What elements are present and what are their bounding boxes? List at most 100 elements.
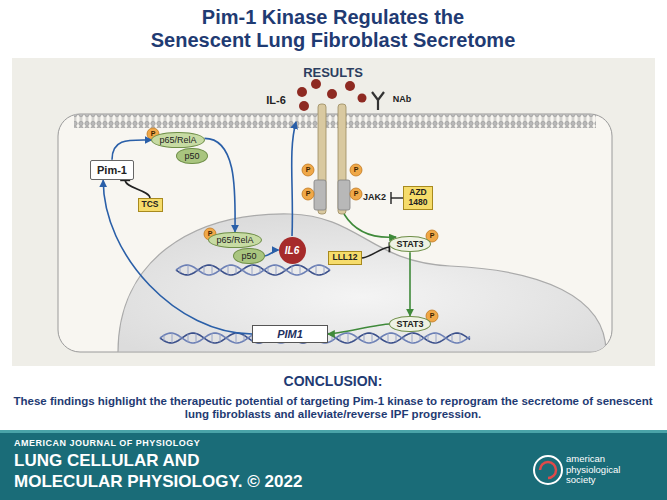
phospho-mark: P	[306, 166, 311, 174]
protein-oval: p65/RelA	[208, 232, 261, 248]
dna-rung	[348, 333, 349, 343]
dna-strand	[176, 265, 330, 275]
gene-circle: IL6	[279, 237, 306, 264]
protein-oval: p50	[233, 248, 264, 264]
connector-path	[265, 250, 279, 256]
dna-rung	[412, 333, 413, 343]
title: Pim-1 Kinase Regulates the Senescent Lun…	[33, 6, 633, 52]
dna-rung	[300, 266, 301, 275]
phospho-mark: P	[306, 190, 311, 198]
nucleus	[118, 214, 606, 352]
dna-rung	[180, 267, 181, 272]
dna-rung	[236, 266, 237, 274]
dna-rung	[292, 266, 293, 274]
results-panel	[12, 58, 655, 366]
phospho-mark: P	[151, 130, 156, 138]
dna-rung	[444, 337, 445, 340]
dna-rung	[196, 334, 197, 343]
dna-rung	[260, 267, 261, 272]
activation-arrow	[328, 324, 390, 334]
journal-name: LUNG CELLULAR AND	[14, 451, 199, 471]
dna-rung	[212, 333, 213, 342]
dna-rung	[396, 334, 397, 341]
node-text: TCS	[142, 200, 159, 210]
il6-protein	[297, 79, 367, 111]
kinase-label: JAK2	[363, 192, 386, 202]
activation-arrow	[265, 250, 279, 256]
node-text: STAT3	[396, 239, 423, 249]
dna-rung	[268, 267, 269, 272]
cell-membrane	[74, 114, 596, 128]
phospho-mark: P	[354, 190, 359, 198]
il6-receptor	[314, 104, 350, 214]
dna-rung	[388, 333, 389, 342]
section-heading: RESULTS	[303, 66, 363, 81]
dna-rung	[188, 265, 189, 275]
phospho-mark: P	[430, 232, 435, 240]
inhibitor-box: TCS	[138, 198, 163, 212]
dna-rung	[340, 335, 341, 340]
il6-secretion-arrow	[292, 122, 296, 236]
node-text: PIM1	[277, 328, 303, 341]
dna-rung	[236, 333, 237, 343]
dna-rung	[244, 269, 245, 272]
dna-rung	[172, 333, 173, 343]
azd-inhibition	[391, 192, 403, 204]
node-text: AZD 1480	[407, 188, 429, 208]
activation-arrow	[103, 180, 252, 334]
protein-oval: STAT3	[389, 236, 430, 252]
dna-rung	[164, 335, 165, 340]
connector-path	[328, 324, 390, 334]
node-text: p50	[184, 151, 199, 161]
phospho-mark: P	[354, 166, 359, 174]
dna-rung	[252, 265, 253, 275]
inhibition-line	[120, 180, 150, 198]
dna-rung	[228, 265, 229, 274]
inhibitor-box: AZD 1480	[403, 186, 433, 210]
journal-name: AMERICAN JOURNAL OF PHYSIOLOGY	[14, 438, 200, 448]
dna-rung	[276, 265, 277, 275]
journal-band-line	[0, 430, 667, 433]
dna-rung	[316, 265, 317, 274]
connector-path	[205, 138, 236, 231]
dna-rung	[244, 335, 245, 340]
gene-box: PIM1	[252, 325, 328, 344]
dna-rung	[364, 334, 365, 342]
dna	[160, 265, 470, 343]
dna-rung	[220, 334, 221, 342]
kinase-box: Pim-1	[90, 160, 134, 181]
phospho-mark: P	[208, 230, 213, 238]
dna-rung	[372, 334, 373, 343]
connector-path	[125, 180, 150, 198]
node-text: p65/RelA	[216, 235, 253, 245]
protein-label: IL-6	[266, 94, 286, 107]
node-text: STAT3	[396, 319, 423, 329]
inhibition-line	[362, 242, 390, 258]
jak2-to-stat3-arrow	[344, 214, 396, 237]
dna-rung	[428, 335, 429, 341]
conclusion-heading: CONCLUSION:	[284, 373, 383, 389]
neutralizing-antibody	[372, 92, 384, 110]
dna-rung	[404, 337, 405, 340]
node-text: p65/RelA	[159, 135, 196, 145]
dna-rung	[332, 335, 333, 340]
conclusion-text: These findings highlight the therapeutic…	[13, 395, 653, 421]
dna-strand	[176, 265, 330, 275]
protein-oval: STAT3	[389, 316, 430, 332]
journal-name: MOLECULAR PHYSIOLOGY. © 2022	[14, 472, 302, 492]
dna-rung	[452, 334, 453, 342]
dna-rung	[420, 335, 421, 340]
dna-rung	[180, 337, 181, 340]
dna-rung	[228, 337, 229, 340]
dna-rung	[380, 337, 381, 338]
node-text: Pim-1	[97, 164, 127, 177]
protein-oval: p65/RelA	[151, 132, 204, 148]
dna-rung	[284, 269, 285, 272]
connector-path	[362, 247, 390, 258]
phospho-circles	[147, 128, 438, 322]
activation-arrow	[112, 140, 152, 160]
dna-rung	[436, 333, 437, 343]
protein-oval: p50	[176, 148, 207, 164]
antibody-label: NAb	[393, 94, 412, 104]
society-name: american physiological society	[566, 454, 638, 485]
